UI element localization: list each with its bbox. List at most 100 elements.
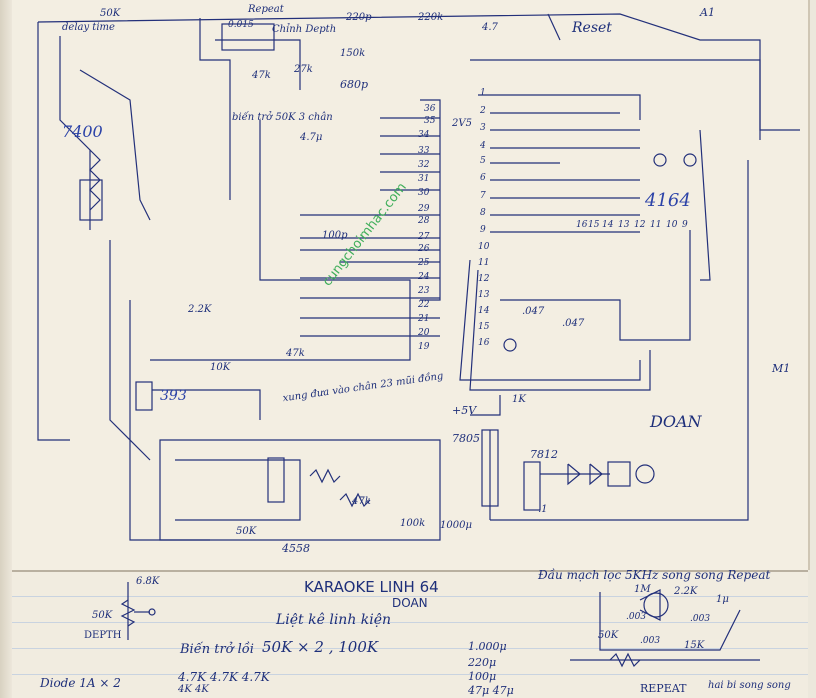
r-10k-label: 10K — [210, 362, 231, 373]
pot-depth-zigzag — [120, 599, 136, 627]
ic-7400-box — [79, 179, 103, 221]
filter-r-15k-label: 15K — [684, 640, 705, 651]
pin-number: 14 — [602, 220, 614, 230]
r-1k-label: 1K — [512, 394, 526, 405]
ic-393-label: 393 — [160, 388, 187, 404]
bien-tro-label: Biến trở lồi — [180, 642, 254, 657]
schematic-title-author: DOAN — [392, 596, 428, 610]
diode-label: Diode 1A × 2 — [40, 676, 121, 690]
filter-circuit — [599, 592, 741, 651]
ic-4164-label: 4164 — [645, 190, 691, 211]
pin-number: 1 — [480, 88, 486, 98]
parts-list-sheet — [12, 570, 808, 698]
pin-number: 2 — [480, 106, 486, 116]
ram-connector — [683, 153, 697, 167]
pot-50k-label: 50K — [92, 610, 113, 621]
pin-number: 15 — [588, 220, 600, 230]
pin-number: 14 — [478, 306, 490, 316]
wire-4164-bottom — [500, 230, 691, 341]
capacitor-value: 100μ — [468, 670, 497, 683]
resistor-zigzag — [309, 468, 341, 484]
ram-connector — [653, 153, 667, 167]
ic-7812-label: 7812 — [530, 448, 558, 461]
pin-number: 9 — [480, 225, 486, 235]
wire-depth-box — [215, 39, 301, 90]
delay-time-label: delay time — [62, 22, 115, 33]
pin-number: 7 — [480, 191, 486, 201]
m1-label: M1 — [772, 362, 791, 375]
cap-47-top-label: 4.7 — [482, 22, 498, 33]
pin-number: 25 — [418, 258, 430, 268]
ruled-line — [12, 622, 808, 623]
bien-tro-values: 50K × 2 , 100K — [262, 638, 379, 656]
r-22k-label: 2.2K — [188, 304, 212, 315]
filter-cap-003a-label: .003 — [626, 612, 647, 622]
ic-7400-label: 7400 — [62, 122, 103, 141]
notebook-binding — [0, 0, 14, 698]
pin-number: 10 — [666, 220, 678, 230]
cap-047b-label: .047 — [562, 318, 585, 329]
pin-number: 29 — [418, 204, 430, 214]
wire-right-vertical — [490, 160, 749, 521]
filter-note: Đầu mạch lọc 5KHz song song Repeat — [538, 568, 771, 582]
capacitor-value: 1.000μ — [468, 640, 507, 653]
pin-number: 36 — [424, 104, 436, 114]
pin-number: 16 — [478, 338, 490, 348]
cap-1000u-label: 1000μ — [440, 520, 472, 531]
wire-top-left — [37, 22, 70, 441]
pin-number: 13 — [478, 290, 490, 300]
pin-number: 33 — [418, 146, 430, 156]
cap-220p-label: 220p — [346, 12, 372, 23]
r-100k-label: 100k — [400, 518, 426, 529]
filter-transistor-body — [643, 592, 669, 618]
r-150k-label: 150k — [340, 48, 366, 59]
pin-number: 10 — [478, 242, 490, 252]
capacitor-value: 47μ 47μ — [468, 684, 514, 697]
repeat-top-label: Repeat — [248, 4, 284, 15]
depth-label: DEPTH — [84, 630, 122, 641]
pin-number: 13 — [618, 220, 630, 230]
ic-4558-label: 4558 — [282, 542, 310, 555]
pot-68k-label: 6.8K — [136, 576, 160, 587]
filter-cap-003b-label: .003 — [640, 636, 661, 646]
r-50k-top-label: 50K — [100, 8, 121, 19]
pin-number: 26 — [418, 244, 430, 254]
wire-left-column — [109, 240, 151, 461]
cap-680p-label: 680p — [340, 78, 369, 91]
power-block — [607, 461, 631, 487]
pin-number: 11 — [650, 220, 662, 230]
wire-power-5v — [470, 395, 501, 416]
pin-number: 30 — [418, 188, 430, 198]
pin-number: 34 — [418, 130, 430, 140]
cap-0015-label: 0.015 — [228, 20, 254, 30]
a1-label: A1 — [700, 6, 715, 19]
pin-number: 12 — [478, 274, 490, 284]
reset-label: Reset — [572, 20, 612, 36]
doan-signature: DOAN — [650, 412, 702, 431]
r-47k-mid-label: 47k — [286, 348, 305, 359]
repeat-label: REPEAT — [640, 682, 687, 695]
ruled-line — [12, 674, 808, 675]
pin-number: 3 — [480, 123, 486, 133]
resistor-row-1: 4.7K 4.7K 4.7K — [178, 670, 270, 684]
pin-number: 9 — [682, 220, 688, 230]
ic-top-center-box — [221, 23, 275, 51]
wire-393 — [152, 389, 261, 420]
capacitor-value: 220μ — [468, 656, 497, 669]
pin-number: 11 — [478, 258, 490, 268]
pin-number: 27 — [418, 232, 430, 242]
filter-r-22k-label: 2.2K — [674, 586, 698, 597]
power-plus-terminal — [635, 464, 655, 484]
pin-number: 20 — [418, 328, 430, 338]
pin-number: 32 — [418, 160, 430, 170]
resistor-zigzag — [339, 492, 371, 508]
schematic-sheet — [12, 0, 810, 570]
pin-number: 6 — [480, 173, 486, 183]
r-47k-low-label: 47k — [352, 496, 371, 507]
wire-4558-frame — [159, 439, 441, 541]
diode-2 — [589, 463, 603, 486]
r-47k-label: 47k — [252, 70, 271, 81]
r-50k-low-label: 50K — [236, 526, 257, 537]
filter-r-50k-label: 50K — [598, 630, 619, 641]
